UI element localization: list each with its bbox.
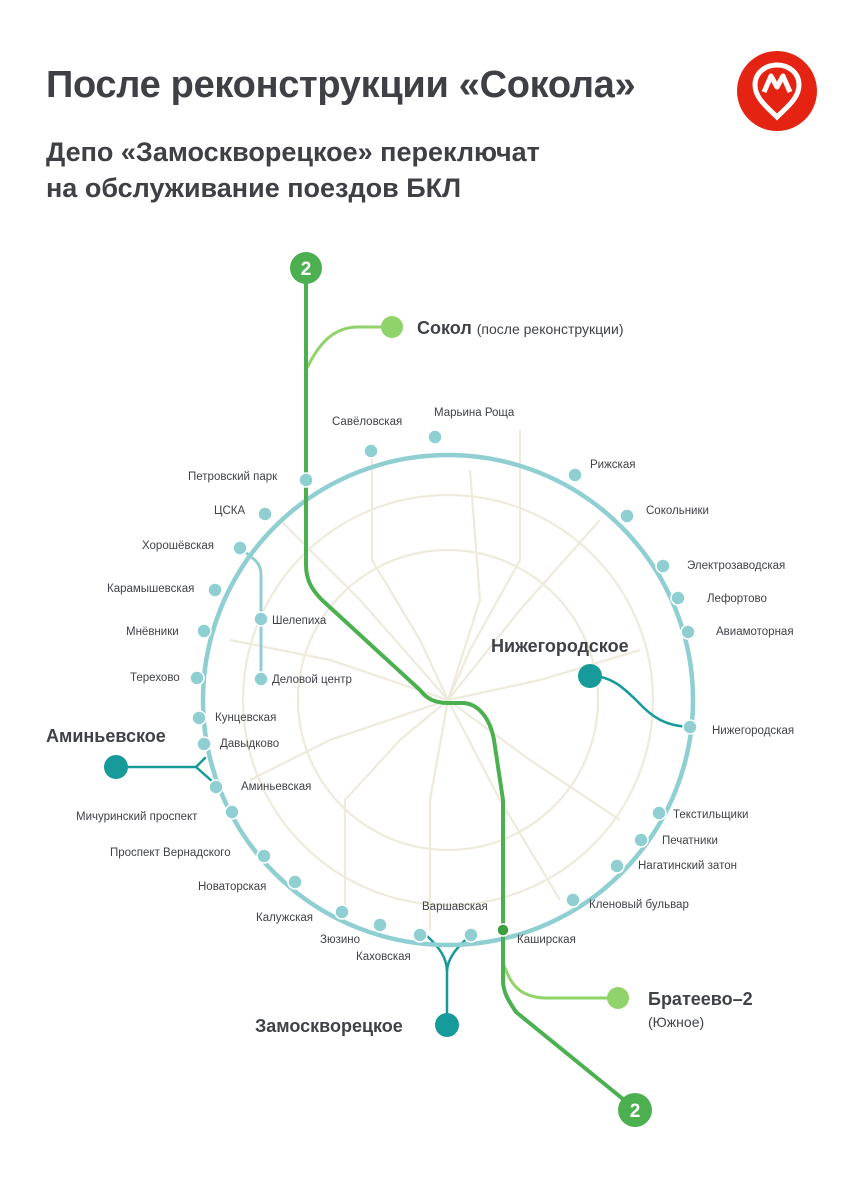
station-dot-aviamotornaya: [680, 624, 696, 640]
depot-aminevskoe: Аминьевское: [46, 726, 166, 779]
station-label-elektrozavodskaya: Электрозаводская: [687, 560, 785, 572]
depot-brateevo: Братеево–2 (Южное): [607, 987, 753, 1030]
big-circle-line: [200, 452, 696, 948]
station-label-delovoy-tsentr: Деловой центр: [272, 674, 352, 686]
station-dot-aminevskaya: [208, 779, 224, 795]
depot-connectors: [115, 325, 692, 1026]
line-2-bottom-badge: 2: [618, 1093, 652, 1127]
depot-brateevo-note: (Южное): [648, 1014, 704, 1030]
station-dot-lefortovo: [670, 590, 686, 606]
station-dot-tekstilshchiki: [651, 805, 667, 821]
page-subtitle: Депо «Замоскворецкое» переключат на обсл…: [46, 134, 686, 206]
station-label-aminevskaya: Аминьевская: [241, 781, 311, 793]
station-dot-kaluzhskaya: [334, 904, 350, 920]
station-label-novatorskaya: Новаторская: [198, 881, 266, 893]
station-label-tsska: ЦСКА: [214, 505, 246, 517]
station-label-davydkovo: Давыдково: [220, 738, 279, 750]
station-label-nagatinsky-zaton: Нагатинский затон: [638, 860, 737, 872]
station-label-lefortovo: Лефортово: [707, 593, 767, 605]
station-dot-kakhovskaya: [412, 927, 428, 943]
station-dot-novatorskaya: [287, 874, 303, 890]
station-label-nizhegorodskaya: Нижегородская: [712, 725, 794, 737]
station-dot-kuntsevskaya: [191, 710, 207, 726]
station-label-mnevniki: Мнёвники: [126, 626, 179, 638]
station-label-kashirskaya: Каширская: [517, 934, 576, 946]
station-label-kaluzhskaya: Калужская: [256, 912, 313, 924]
station-dot-nagatinsky-zaton: [609, 858, 625, 874]
depot-sokol-note: (после реконструкции): [477, 321, 624, 337]
station-label-petrovsky-park: Петровский парк: [188, 471, 278, 483]
station-dot-rizhskaya: [567, 467, 583, 483]
station-dot-kashirskaya: [496, 923, 510, 937]
station-dot-nizhegorodskaya: [682, 719, 698, 735]
station-dot-petrovsky-park: [298, 472, 314, 488]
depot-sokol: Сокол (после реконструкции): [381, 316, 623, 338]
station-dot-shelepikha: [253, 611, 269, 627]
station-dot-sokolniki: [619, 508, 635, 524]
station-label-khoroshevskaya: Хорошёвская: [142, 540, 214, 552]
subtitle-line-1: Депо «Замоскворецкое» переключат: [46, 137, 540, 167]
station-dot-savelovskaya: [363, 443, 379, 459]
station-label-klenovy-bulvar: Кленовый бульвар: [589, 899, 689, 911]
svg-text:2: 2: [630, 1101, 641, 1122]
station-dot-khoroshevskaya: [232, 540, 248, 556]
aminevskoe-connector: [115, 756, 215, 784]
svg-text:2: 2: [301, 259, 312, 280]
subtitle-line-2: на обслуживание поездов БКЛ: [46, 173, 462, 203]
station-dot-varshavskaya: [463, 927, 479, 943]
station-dot-zyuzino: [372, 917, 388, 933]
station-label-rizhskaya: Рижская: [590, 459, 635, 471]
station-label-tekstilshchiki: Текстильщики: [673, 809, 748, 821]
station-dot-prospekt-vernadskogo: [256, 848, 272, 864]
depot-sokol-name: Сокол: [417, 318, 472, 338]
station-label-pechatniki: Печатники: [662, 835, 718, 847]
station-labels: Савёловская Марьина Роща Рижская Сокольн…: [76, 407, 794, 963]
station-dot-pechatniki: [633, 832, 649, 848]
shelepikha-branch: [238, 546, 263, 681]
station-label-savelovskaya: Савёловская: [332, 416, 402, 428]
line-2-path: [304, 268, 636, 1110]
zamoskvoretskoe-connector: [424, 933, 473, 1026]
station-label-aviamotornaya: Авиамоторная: [716, 626, 794, 638]
station-label-kakhovskaya: Каховская: [356, 951, 411, 963]
station-dot-davydkovo: [196, 736, 212, 752]
station-dot-delovoy-tsentr: [253, 671, 269, 687]
nizhegorodskoe-connector: [589, 674, 692, 729]
depot-nizhegorodskoe-name: Нижегородское: [491, 636, 629, 656]
station-dot-elektrozavodskaya: [655, 558, 671, 574]
station-label-prospekt-vernadskogo: Проспект Вернадского: [110, 847, 231, 859]
depot-zamoskvoretskoe: Замоскворецкое: [255, 1013, 459, 1037]
page-title: После реконструкции «Сокола»: [46, 64, 636, 106]
line-2-top-badge: 2: [290, 252, 322, 284]
station-label-maryina-roshcha: Марьина Роща: [434, 407, 515, 419]
depot-nizhegorodskoe: Нижегородское: [491, 636, 629, 688]
station-dot-klenovy-bulvar: [565, 892, 581, 908]
station-label-michurinsky: Мичуринский проспект: [76, 811, 198, 823]
depot-brateevo-name: Братеево–2: [648, 989, 753, 1009]
station-dot-mnevniki: [196, 623, 212, 639]
depot-zamoskvoretskoe-name: Замоскворецкое: [255, 1016, 403, 1036]
station-label-karamyshevskaya: Карамышевская: [107, 583, 194, 595]
station-label-varshavskaya: Варшавская: [422, 901, 488, 913]
station-dot-terekhovo: [189, 670, 205, 686]
sokol-connector: [304, 325, 392, 372]
station-label-sokolniki: Сокольники: [646, 505, 709, 517]
svg-text:Сокол(после реконструкции): Сокол (после реконструкции): [417, 318, 623, 338]
depot-aminevskoe-name: Аминьевское: [46, 726, 166, 746]
station-label-terekhovo: Терехово: [130, 672, 180, 684]
station-dot-maryina-roshcha: [427, 429, 443, 445]
station-dot-tsska: [257, 506, 273, 522]
station-markers: [189, 429, 698, 943]
station-label-kuntsevskaya: Кунцевская: [215, 712, 276, 724]
moscow-metro-logo-icon: [737, 51, 817, 131]
station-dot-karamyshevskaya: [207, 582, 223, 598]
station-dot-michurinsky: [224, 804, 240, 820]
station-label-zyuzino: Зюзино: [320, 934, 360, 946]
brateevo-connector: [501, 960, 619, 1000]
station-label-shelepikha: Шелепиха: [272, 615, 327, 627]
